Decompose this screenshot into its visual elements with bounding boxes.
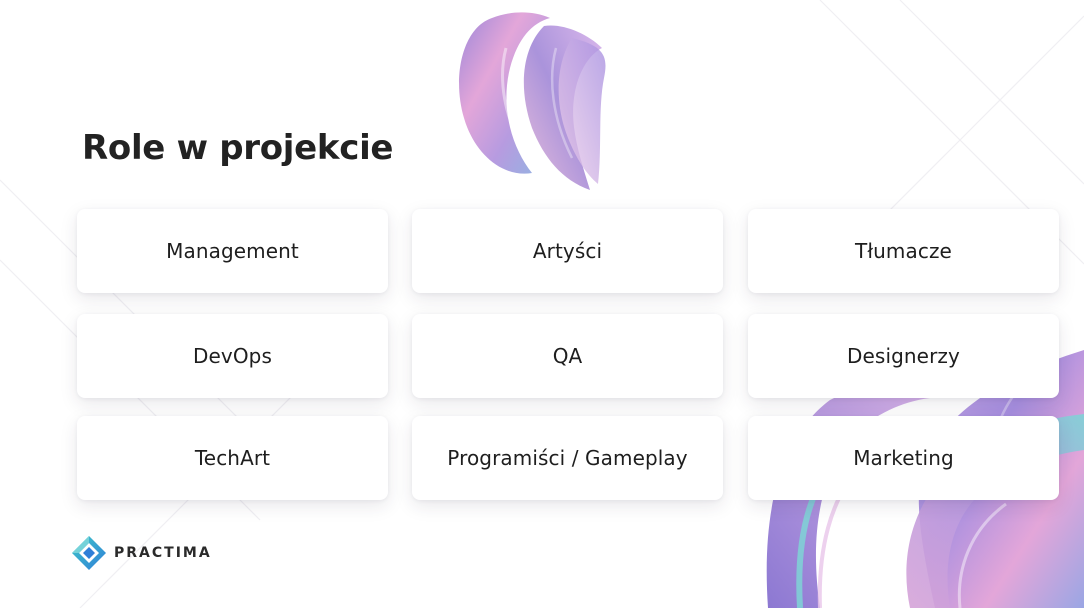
role-card-marketing: Marketing (748, 416, 1059, 500)
role-card-artists: Artyści (412, 209, 723, 293)
decorative-swirl-top (459, 12, 606, 190)
practima-diamond-icon (72, 536, 106, 570)
brand-name: PRACTIMA (114, 545, 212, 561)
role-card-techart: TechArt (77, 416, 388, 500)
role-card-qa: QA (412, 314, 723, 398)
brand-logo: PRACTIMA (70, 534, 212, 572)
role-card-programmers-gameplay: Programiści / Gameplay (412, 416, 723, 500)
role-card-translators: Tłumacze (748, 209, 1059, 293)
role-card-management: Management (77, 209, 388, 293)
role-card-devops: DevOps (77, 314, 388, 398)
role-card-designers: Designerzy (748, 314, 1059, 398)
page-title: Role w projekcie (82, 128, 394, 168)
